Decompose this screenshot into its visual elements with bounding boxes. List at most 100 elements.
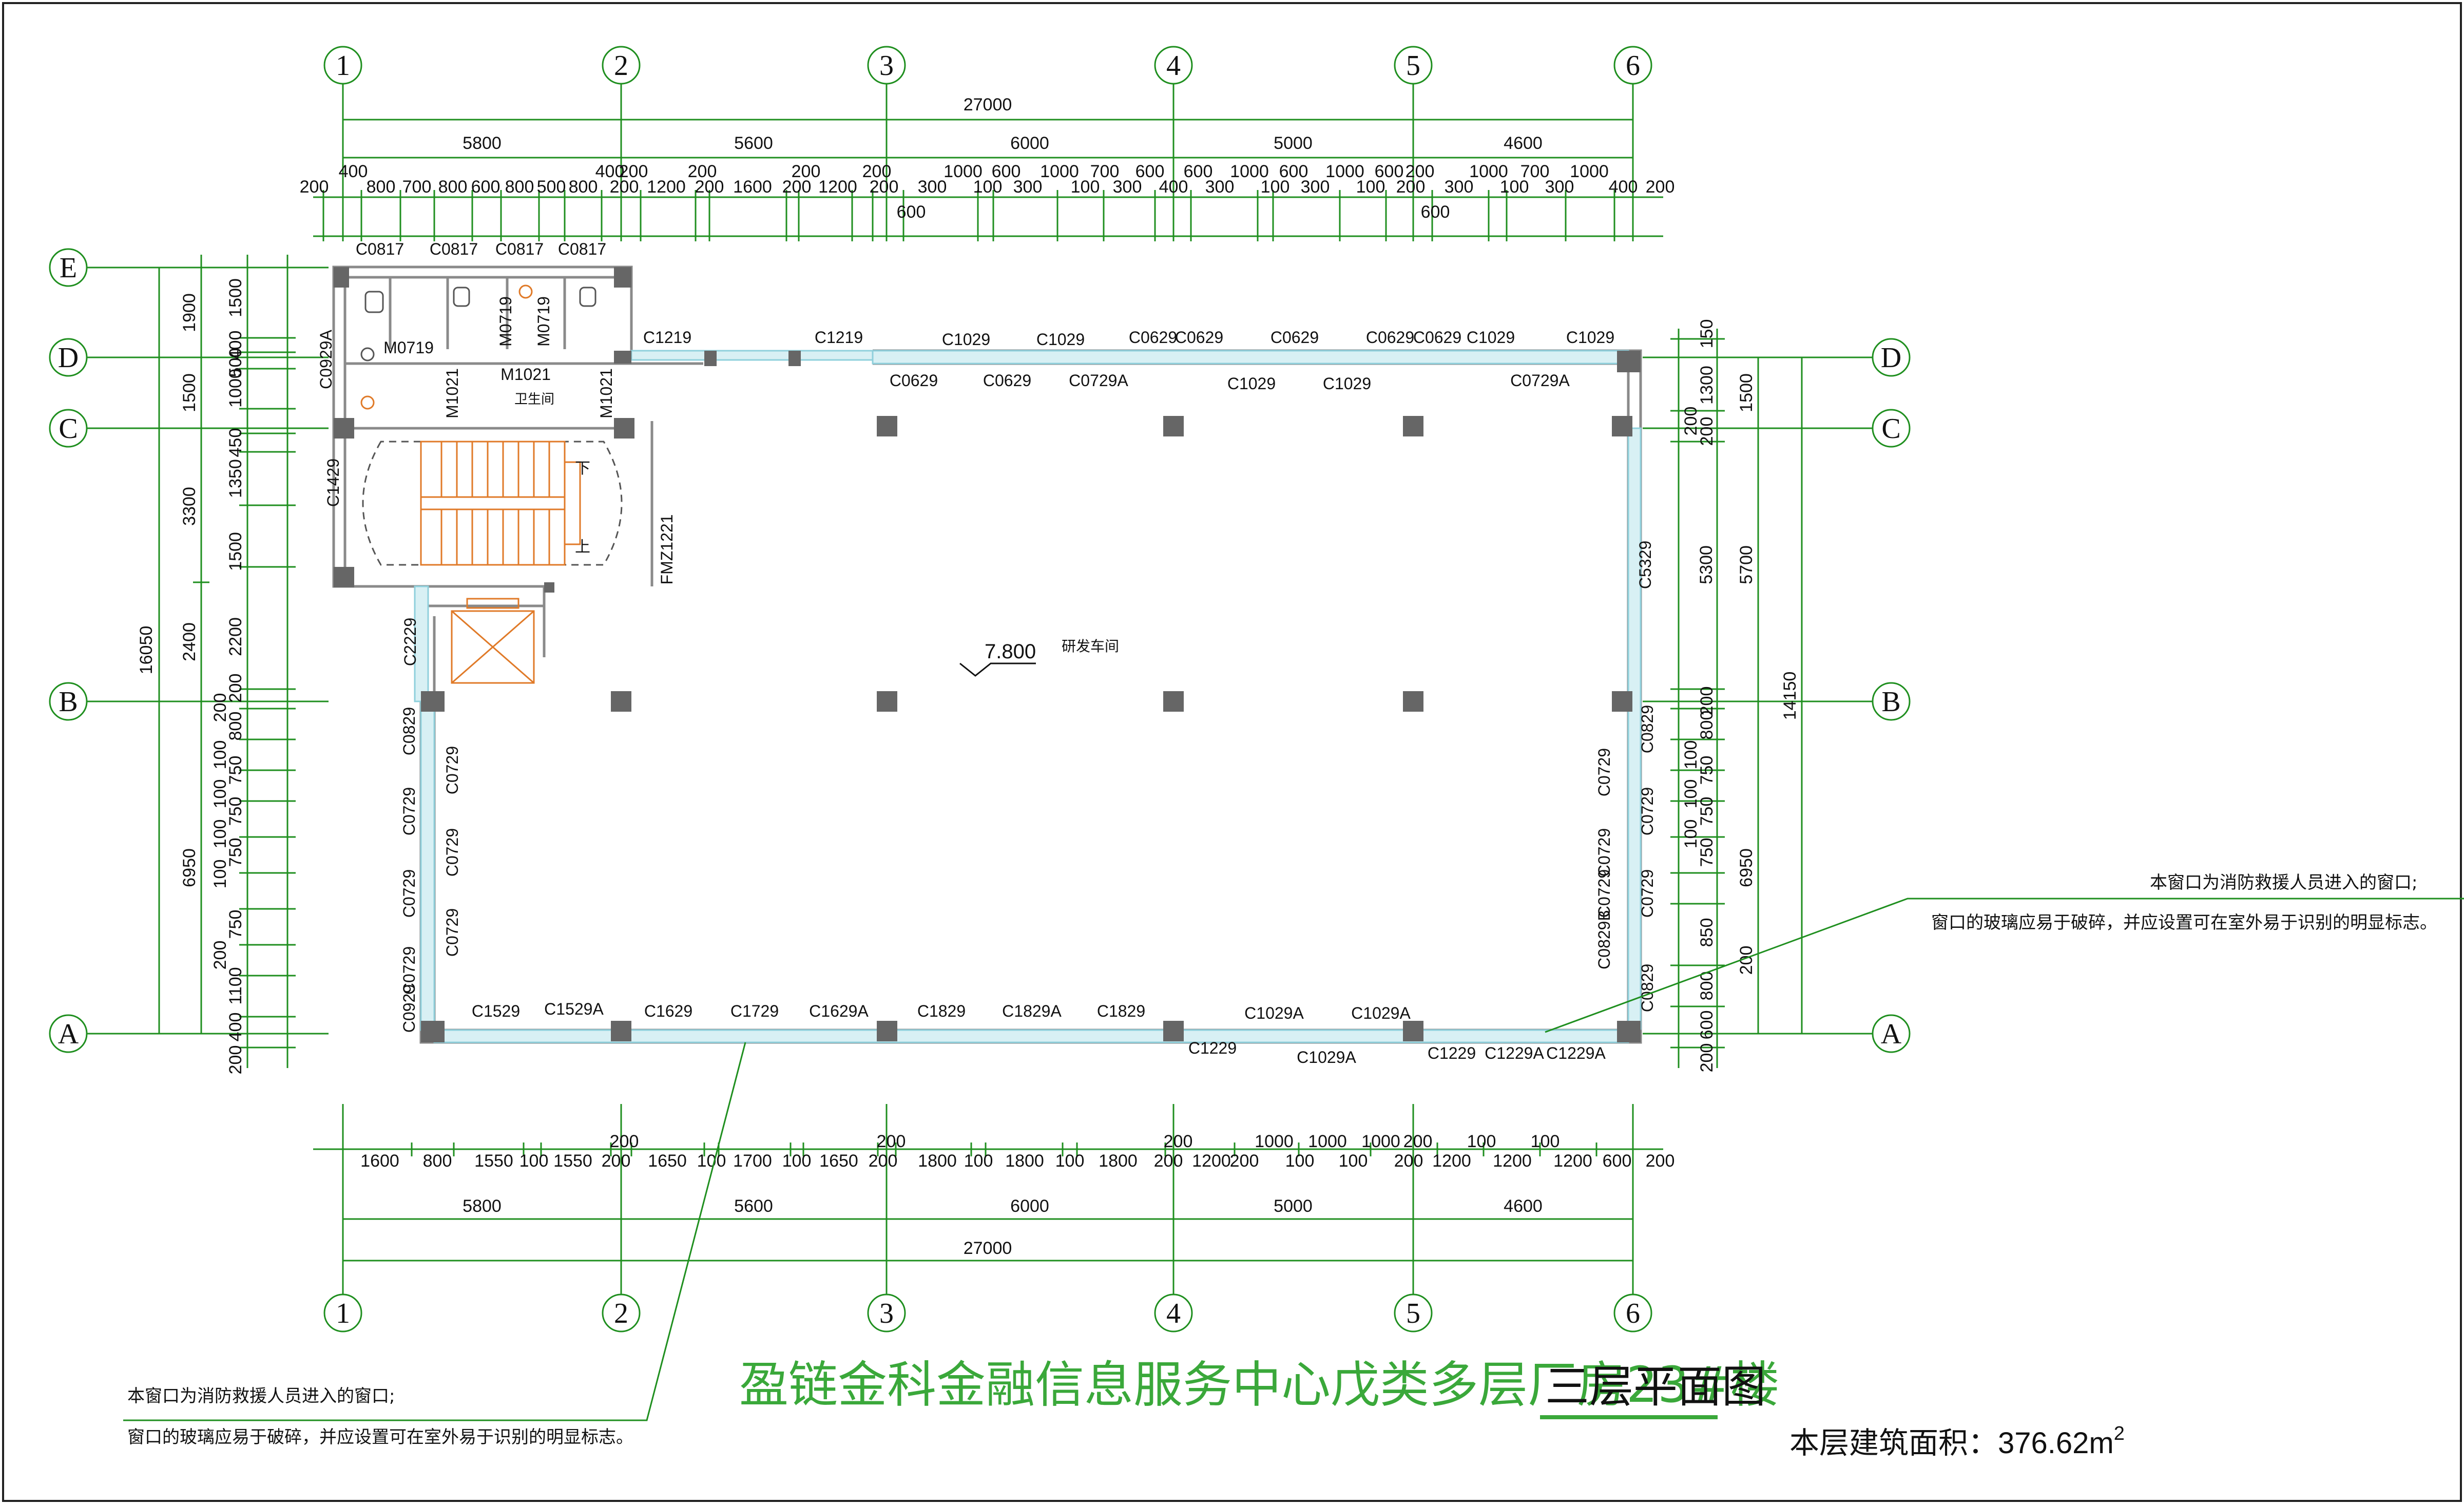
axis-labels-right: D C B A xyxy=(1881,342,1902,1050)
dim-right-b-9: 100 xyxy=(1681,779,1701,809)
axis-left-D: D xyxy=(58,342,79,374)
window-label: C0817 xyxy=(430,240,478,258)
elevation-value: 7.800 xyxy=(985,640,1036,663)
dim-top-b-7: 800 xyxy=(569,177,598,197)
dimension-lines-left xyxy=(158,255,288,1068)
note-left-line1: 本窗口为消防救援人员进入的窗口; xyxy=(127,1386,395,1406)
dim-right-b-16: 200 xyxy=(1697,1043,1717,1073)
dim-top-b-0: 200 xyxy=(300,177,329,197)
dim-top-a-19: 1000 xyxy=(1570,162,1609,181)
window-label: C1229A xyxy=(1546,1044,1606,1062)
window-label: C1219 xyxy=(815,328,863,347)
window-label: C0629 xyxy=(1270,328,1319,347)
window-labels-left: C0829 C0729 C0729 C0729 C0729 C0729 C072… xyxy=(400,707,461,1033)
window-label: C0729 xyxy=(400,869,418,918)
dim-span-bottom-5: 4600 xyxy=(1504,1196,1543,1216)
dim-bottom-b-13: 100 xyxy=(964,1151,993,1171)
door-label: C2229 xyxy=(401,618,419,666)
window-labels-bottom: C1529 C1529A C1629 C1729 C1629A C1829 C1… xyxy=(472,1000,1606,1067)
room-workshop: 研发车间 xyxy=(1062,638,1119,654)
stair xyxy=(362,441,623,566)
dim-left-b-6: 1500 xyxy=(226,532,245,571)
dim-left-b-12: 750 xyxy=(226,756,245,785)
dim-right-b-4: 200 xyxy=(1697,417,1717,446)
window-label: C0729 xyxy=(400,946,418,995)
window-label: C1029 xyxy=(1566,328,1614,347)
dim-right-a-2: 6950 xyxy=(1737,848,1756,887)
drawing-subtitle: 三层平面图 xyxy=(1545,1362,1766,1412)
dim-right-b-10: 750 xyxy=(1697,797,1717,826)
axis-labels-top: 1 2 3 4 5 6 xyxy=(336,50,1640,82)
dim-left-b-11: 100 xyxy=(210,740,230,770)
note-left-line2: 窗口的玻璃应易于破碎，并应设置可在室外易于识别的明显标志。 xyxy=(127,1427,633,1448)
door-label: FMZ1221 xyxy=(658,515,676,585)
window-label: C1029 xyxy=(942,330,990,349)
window-label: C1529 xyxy=(472,1002,520,1020)
axis-top-4: 4 xyxy=(1166,50,1181,82)
dim-texts-top: 27000 5800 5600 6000 5000 4600 400 400 2… xyxy=(300,95,1675,222)
dim-left-b-16: 750 xyxy=(226,838,245,867)
dim-top-b-12: 200 xyxy=(782,177,812,197)
window-label: C0729 xyxy=(443,908,461,957)
dim-span-bottom-4: 5000 xyxy=(1274,1196,1313,1216)
columns xyxy=(334,267,1641,1042)
dim-top-b-15: 300 xyxy=(918,177,947,197)
dim-left-b-10: 800 xyxy=(226,712,245,741)
window-label: C1829A xyxy=(1002,1002,1062,1020)
dim-span-top-1: 5800 xyxy=(463,134,502,153)
dim-right-b-13: 850 xyxy=(1697,918,1717,947)
dim-bottom-b-4: 1550 xyxy=(553,1151,592,1171)
axis-left-E: E xyxy=(60,252,77,284)
dim-ticks-right xyxy=(1670,338,1766,1049)
dim-left-b-13: 100 xyxy=(210,779,230,809)
dim-top-b-29: 400 xyxy=(1609,177,1638,197)
dim-bottom-b-20: 100 xyxy=(1285,1151,1315,1171)
window-label: C0729 xyxy=(1638,869,1657,918)
dim-right-b-12: 750 xyxy=(1697,838,1717,867)
axis-left-A: A xyxy=(58,1018,79,1050)
axis-bottom-2: 2 xyxy=(614,1298,628,1329)
dim-bottom-b-3: 100 xyxy=(519,1151,549,1171)
note-right-line2: 窗口的玻璃应易于破碎，并应设置可在室外易于识别的明显标志。 xyxy=(1931,912,2437,933)
dim-top-b-11: 1600 xyxy=(733,177,772,197)
dim-top-a-17: 1000 xyxy=(1469,162,1508,181)
dim-ticks-bottom xyxy=(342,1143,1634,1226)
axis-top-5: 5 xyxy=(1406,50,1420,82)
window-strips xyxy=(414,350,1642,1043)
dim-left-b-7: 2200 xyxy=(226,617,245,656)
note-leaders xyxy=(123,898,2464,1421)
window-labels-right: C5329 C0829 C0729 C0729 C0729 C0729 C072… xyxy=(1595,541,1657,1012)
dim-left-b-4: 450 xyxy=(226,428,245,458)
dim-bottom-b-27: 200 xyxy=(1646,1151,1675,1171)
window-label: C1029A xyxy=(1244,1004,1304,1022)
dim-bottom-b-16: 1800 xyxy=(1099,1151,1138,1171)
dim-texts-right: 14150 5300 5700 6950 150 1300 1500 200 2… xyxy=(1681,319,1800,1073)
axis-left-B: B xyxy=(59,686,78,718)
axis-right-D: D xyxy=(1881,342,1901,374)
dim-left-b-15: 100 xyxy=(210,820,230,849)
dim-span-bottom-2: 5600 xyxy=(734,1196,773,1216)
door-labels: M0719 M0719 M0719 M1021 M1021 M1021 C092… xyxy=(317,296,676,666)
dim-top-b-17: 300 xyxy=(1013,177,1043,197)
window-label: C1229A xyxy=(1485,1044,1544,1062)
dim-right-total: 14150 xyxy=(1780,672,1800,720)
dim-top-b-26: 300 xyxy=(1445,177,1474,197)
axis-top-2: 2 xyxy=(614,50,628,82)
window-label: C0729 xyxy=(443,828,461,877)
axis-bubbles-right xyxy=(1643,338,1911,1053)
door-label: M0719 xyxy=(496,296,515,347)
axis-bubbles-bottom xyxy=(323,1104,1652,1332)
dim-left-b-2: 500 xyxy=(226,348,245,377)
window-label: C1829 xyxy=(1097,1002,1145,1020)
window-label: C0829B xyxy=(1595,910,1613,969)
dim-top-b-24: 100 xyxy=(1356,177,1385,197)
axis-top-3: 3 xyxy=(879,50,894,82)
dim-bottom-b-7: 100 xyxy=(697,1151,726,1171)
dim-bottom-a-8: 100 xyxy=(1531,1132,1560,1151)
window-label: C0729 xyxy=(1595,748,1613,796)
dim-top-a-3: 200 xyxy=(688,162,717,181)
dim-left-a-4: 6950 xyxy=(180,848,199,887)
dim-top-600-2: 600 xyxy=(1421,202,1450,222)
dim-top-a-5: 200 xyxy=(862,162,892,181)
